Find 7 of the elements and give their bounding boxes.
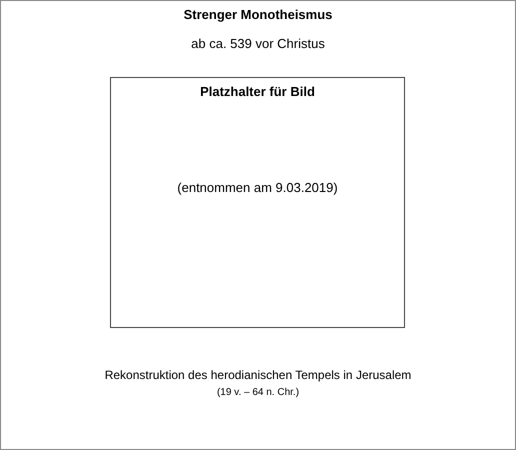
title: Strenger Monotheismus — [182, 7, 334, 22]
placeholder-frame — [110, 77, 405, 328]
caption: Rekonstruktion des herodianischen Tempels in Jerusalem — [104, 368, 412, 382]
retrieval-date: (entnommen am 9.03.2019) — [176, 180, 339, 195]
placeholder-heading: Platzhalter für Bild — [199, 84, 316, 99]
subtitle: ab ca. 539 vor Christus — [190, 36, 326, 51]
date-range: (19 v. – 64 n. Chr.) — [216, 387, 300, 398]
